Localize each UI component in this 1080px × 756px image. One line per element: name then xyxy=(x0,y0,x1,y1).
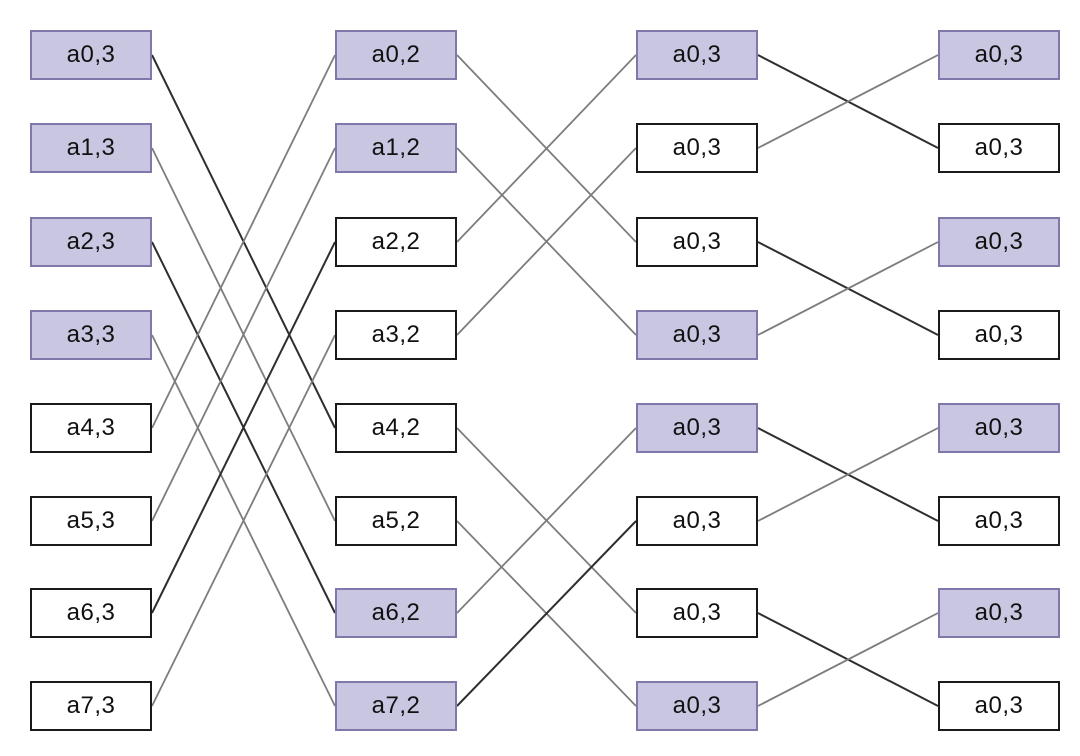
node-box-column-1-level-3-row1: a1,3 xyxy=(30,123,152,173)
connection-line xyxy=(456,147,637,336)
node-label: a3,2 xyxy=(371,321,421,348)
node-box-column-4-row3: a0,3 xyxy=(938,310,1060,360)
node-label: a0,3 xyxy=(66,41,116,68)
node-box-column-2-level-2-row3: a3,2 xyxy=(335,310,457,360)
node-box-column-1-level-3-row0: a0,3 xyxy=(30,30,152,80)
connection-line xyxy=(456,54,637,243)
node-label: a0,3 xyxy=(672,134,722,161)
node-box-column-4-row6: a0,3 xyxy=(938,588,1060,638)
node-box-column-4-row5: a0,3 xyxy=(938,496,1060,546)
connection-line xyxy=(456,520,637,707)
node-label: a0,3 xyxy=(672,599,722,626)
node-label: a3,3 xyxy=(66,321,116,348)
node-label: a0,3 xyxy=(974,692,1024,719)
node-box-column-4-row7: a0,3 xyxy=(938,681,1060,731)
node-box-column-3-row2: a0,3 xyxy=(636,217,758,267)
connection-line xyxy=(151,147,336,522)
node-box-column-3-row3: a0,3 xyxy=(636,310,758,360)
node-box-column-1-level-3-row5: a5,3 xyxy=(30,496,152,546)
connection-line xyxy=(757,427,939,522)
node-label: a0,3 xyxy=(974,41,1024,68)
node-box-column-2-level-2-row1: a1,2 xyxy=(335,123,457,173)
connection-line xyxy=(151,241,336,614)
node-box-column-1-level-3-row6: a6,3 xyxy=(30,588,152,638)
node-label: a7,2 xyxy=(371,692,421,719)
node-box-column-1-level-3-row2: a2,3 xyxy=(30,217,152,267)
node-box-column-2-level-2-row2: a2,2 xyxy=(335,217,457,267)
node-box-column-2-level-2-row6: a6,2 xyxy=(335,588,457,638)
node-box-column-3-row4: a0,3 xyxy=(636,403,758,453)
node-box-column-1-level-3-row4: a4,3 xyxy=(30,403,152,453)
node-label: a0,3 xyxy=(974,599,1024,626)
node-box-column-2-level-2-row4: a4,2 xyxy=(335,403,457,453)
node-label: a0,3 xyxy=(672,692,722,719)
connection-line xyxy=(151,54,336,429)
node-box-column-4-row2: a0,3 xyxy=(938,217,1060,267)
node-label: a5,2 xyxy=(371,507,421,534)
connection-line xyxy=(456,427,637,614)
node-box-column-4-row4: a0,3 xyxy=(938,403,1060,453)
node-label: a0,3 xyxy=(672,228,722,255)
node-label: a0,3 xyxy=(974,321,1024,348)
node-box-column-2-level-2-row0: a0,2 xyxy=(335,30,457,80)
node-label: a0,3 xyxy=(672,414,722,441)
node-label: a2,2 xyxy=(371,228,421,255)
node-label: a5,3 xyxy=(66,507,116,534)
node-box-column-3-row5: a0,3 xyxy=(636,496,758,546)
node-label: a4,2 xyxy=(371,414,421,441)
node-label: a0,3 xyxy=(672,507,722,534)
node-label: a0,3 xyxy=(974,507,1024,534)
node-label: a1,3 xyxy=(66,134,116,161)
node-label: a6,2 xyxy=(371,599,421,626)
node-box-column-1-level-3-row3: a3,3 xyxy=(30,310,152,360)
connection-line xyxy=(151,334,336,707)
connection-line xyxy=(757,612,939,707)
node-label: a1,2 xyxy=(371,134,421,161)
node-box-column-2-level-2-row7: a7,2 xyxy=(335,681,457,731)
node-box-column-3-row0: a0,3 xyxy=(636,30,758,80)
node-label: a7,3 xyxy=(66,692,116,719)
node-box-column-4-row1: a0,3 xyxy=(938,123,1060,173)
node-box-column-3-row7: a0,3 xyxy=(636,681,758,731)
node-box-column-3-row6: a0,3 xyxy=(636,588,758,638)
node-label: a0,2 xyxy=(371,41,421,68)
connection-line xyxy=(757,241,939,336)
node-box-column-2-level-2-row5: a5,2 xyxy=(335,496,457,546)
node-box-column-3-row1: a0,3 xyxy=(636,123,758,173)
node-label: a2,3 xyxy=(66,228,116,255)
node-box-column-1-level-3-row7: a7,3 xyxy=(30,681,152,731)
node-label: a0,3 xyxy=(672,41,722,68)
node-label: a0,3 xyxy=(974,228,1024,255)
connection-line xyxy=(757,54,939,149)
node-label: a0,3 xyxy=(974,414,1024,441)
node-label: a4,3 xyxy=(66,414,116,441)
node-label: a0,3 xyxy=(672,321,722,348)
node-box-column-4-row0: a0,3 xyxy=(938,30,1060,80)
node-label: a6,3 xyxy=(66,599,116,626)
node-label: a0,3 xyxy=(974,134,1024,161)
